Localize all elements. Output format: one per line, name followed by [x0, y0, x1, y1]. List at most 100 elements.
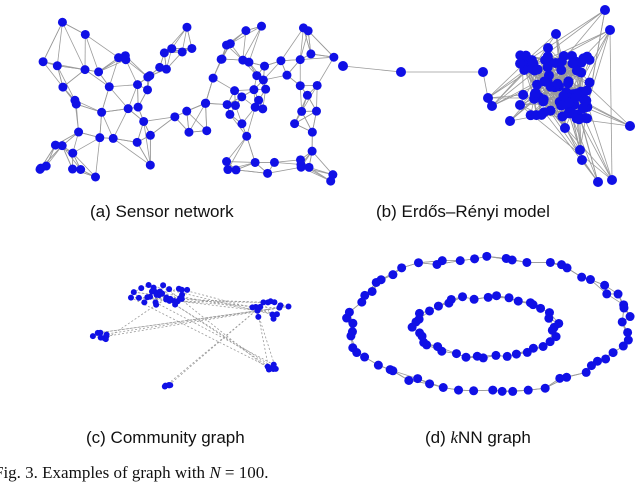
- graph-node: [396, 67, 406, 77]
- graph-node: [348, 343, 357, 352]
- graph-node: [508, 256, 517, 265]
- graph-node: [543, 62, 553, 72]
- graph-node: [470, 254, 479, 263]
- graph-node: [143, 73, 152, 82]
- graph-node: [386, 365, 395, 374]
- graph-node: [470, 295, 479, 304]
- graph-edge: [189, 103, 205, 132]
- caption-erdos-renyi: (b) Erdős–Rényi model: [376, 202, 550, 222]
- graph-node: [74, 128, 83, 137]
- graph-node: [601, 354, 610, 363]
- graph-node: [271, 316, 277, 322]
- graph-node: [223, 100, 232, 109]
- graph-node: [514, 297, 523, 306]
- graph-node: [425, 306, 434, 315]
- graph-node: [296, 55, 305, 64]
- graph-node: [237, 92, 246, 101]
- graph-node: [523, 348, 532, 357]
- graph-edge: [62, 22, 85, 69]
- graph-node: [484, 293, 493, 302]
- graph-node: [438, 256, 447, 265]
- graph-node: [68, 149, 77, 158]
- graph-node: [187, 44, 196, 53]
- graph-node: [487, 101, 497, 111]
- graph-node: [546, 258, 555, 267]
- graph-edge: [343, 66, 401, 72]
- graph-node: [297, 107, 306, 116]
- graph-node: [222, 157, 231, 166]
- graph-node: [560, 123, 570, 133]
- graph-node: [146, 131, 155, 140]
- graph-node: [276, 305, 282, 311]
- graph-node: [414, 258, 423, 267]
- graph-node: [109, 134, 118, 143]
- graph-edge: [249, 26, 262, 62]
- graph-node: [270, 158, 279, 167]
- graph-edge: [95, 138, 99, 177]
- graph-node: [296, 155, 305, 164]
- graph-node: [415, 328, 424, 337]
- graph-node: [128, 295, 134, 301]
- graph-edge: [228, 136, 247, 169]
- graph-node: [305, 163, 314, 172]
- graph-node: [299, 23, 308, 32]
- graph-node: [508, 387, 517, 396]
- graph-node: [91, 172, 100, 181]
- graph-node: [257, 22, 266, 31]
- graph-node: [81, 65, 90, 74]
- graph-node: [456, 256, 465, 265]
- graph-node: [531, 88, 541, 98]
- graph-node: [263, 169, 272, 178]
- graph-node: [536, 304, 545, 313]
- graph-node: [554, 319, 563, 328]
- graph-node: [539, 342, 548, 351]
- knn-graph: [342, 252, 634, 396]
- graph-node: [131, 289, 137, 295]
- graph-node: [563, 263, 572, 272]
- graph-node: [415, 309, 424, 318]
- graph-node: [261, 85, 270, 94]
- graph-edge: [106, 306, 288, 336]
- graph-node: [452, 349, 461, 358]
- graph-node: [138, 285, 144, 291]
- graph-node: [563, 76, 573, 86]
- graph-node: [104, 332, 110, 338]
- graph-node: [600, 281, 609, 290]
- graph-edge: [236, 170, 268, 173]
- graph-node: [397, 263, 406, 272]
- graph-node: [230, 86, 239, 95]
- graph-node: [139, 117, 148, 126]
- graph-node: [167, 296, 173, 302]
- graph-node: [134, 103, 143, 112]
- graph-node: [226, 39, 235, 48]
- graph-node: [223, 165, 232, 174]
- graph-edge: [73, 138, 100, 153]
- graph-edge: [85, 34, 118, 57]
- graph-node: [98, 335, 104, 341]
- graph-node: [58, 141, 67, 150]
- graph-node: [538, 96, 548, 106]
- graph-node: [121, 55, 130, 64]
- graph-node: [105, 82, 114, 91]
- graph-node: [249, 85, 258, 94]
- graph-edge: [57, 22, 62, 66]
- graph-edge: [317, 57, 334, 85]
- graph-edge: [106, 305, 156, 339]
- graph-node: [176, 286, 182, 292]
- graph-node: [537, 110, 547, 120]
- graph-node: [544, 314, 553, 323]
- graph-edge: [227, 136, 247, 161]
- graph-node: [404, 376, 413, 385]
- graph-node: [557, 57, 567, 67]
- graph-node: [271, 299, 277, 305]
- graph-node: [155, 63, 164, 72]
- graph-node: [582, 113, 592, 123]
- graph-node: [374, 361, 383, 370]
- graph-node: [618, 317, 627, 326]
- caption-sensor-network: (a) Sensor network: [90, 202, 234, 222]
- graph-node: [447, 295, 456, 304]
- graph-node: [241, 26, 250, 35]
- graph-node: [473, 352, 482, 361]
- graph-node: [425, 379, 434, 388]
